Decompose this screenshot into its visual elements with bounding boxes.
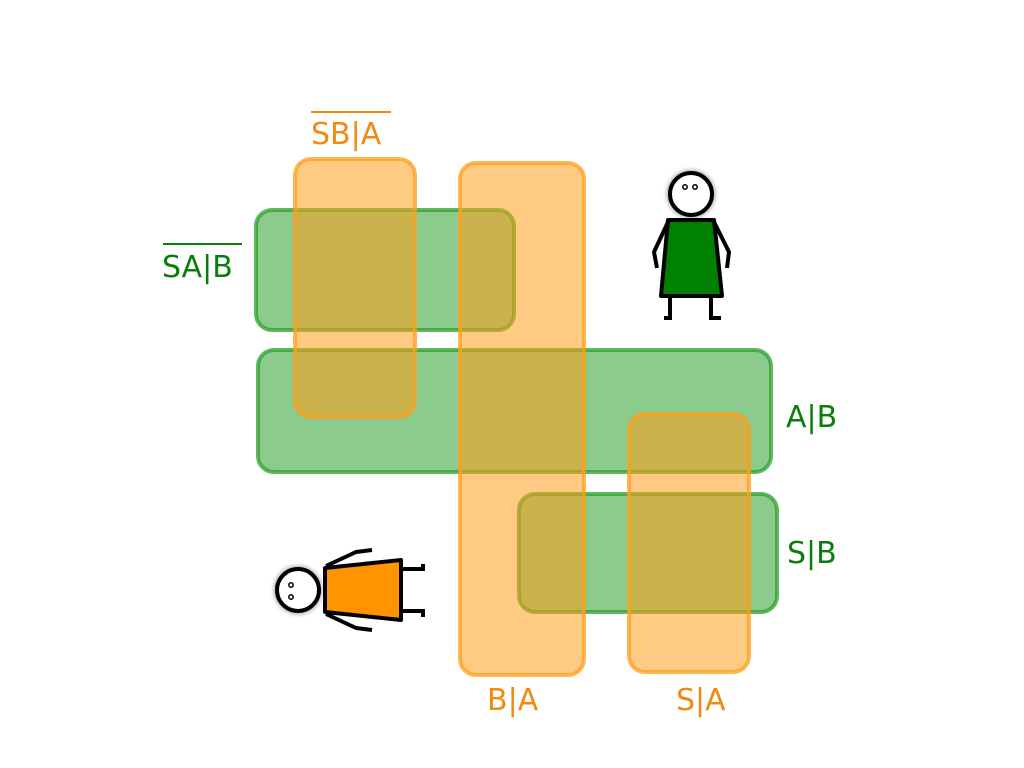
lying-person-icon [274, 548, 425, 632]
standing-person-icon [652, 170, 731, 320]
label-a-b: A|B [786, 400, 837, 435]
region-sb-a [293, 157, 417, 419]
label-sa-b: SA|B [162, 250, 233, 285]
region-b-a [458, 161, 586, 677]
label-s-a: S|A [676, 683, 726, 718]
region-s-a [627, 412, 751, 674]
label-s-b: S|B [787, 536, 837, 571]
label-sb-a: SB|A [311, 117, 382, 152]
label-b-a: B|A [487, 683, 539, 718]
